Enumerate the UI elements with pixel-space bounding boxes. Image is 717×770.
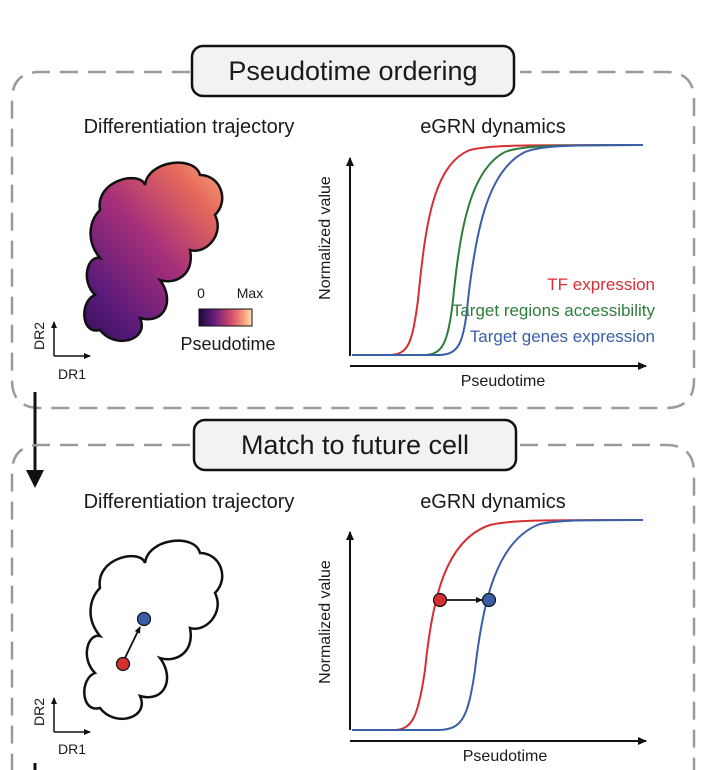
top-panel: Pseudotime ordering Differentiation traj… bbox=[10, 44, 696, 410]
bottom-target-genes-expression-curve bbox=[352, 519, 644, 731]
top-left-title: Differentiation trajectory bbox=[84, 116, 295, 138]
bottom-left-title: Differentiation trajectory bbox=[84, 491, 295, 513]
colorbar bbox=[198, 308, 253, 327]
bottom-trajectory-cell bbox=[83, 539, 224, 720]
top-dr1-label: DR1 bbox=[58, 366, 86, 382]
top-y-axis-label: Normalized value bbox=[317, 176, 334, 300]
top-dr2-label: DR2 bbox=[31, 322, 47, 350]
colorbar-label: Pseudotime bbox=[180, 334, 275, 354]
bottom-dr2-label: DR2 bbox=[31, 698, 47, 726]
bottom-panel-border bbox=[10, 443, 696, 770]
bottom-plot-axes bbox=[346, 531, 647, 745]
bottom-title-box bbox=[192, 418, 518, 472]
bottom-panel: Match to future cell Differentiation tra… bbox=[10, 418, 696, 770]
top-trajectory-cell bbox=[83, 161, 224, 342]
tf-expression-curve bbox=[352, 144, 644, 356]
top-plot-axes bbox=[346, 157, 647, 370]
bottom-panel-title: Match to future cell bbox=[241, 430, 469, 460]
bottom-right-title: eGRN dynamics bbox=[420, 491, 566, 513]
top-panel-border bbox=[10, 70, 696, 410]
colorbar-min: 0 bbox=[197, 285, 205, 301]
bottom-current-point bbox=[432, 592, 448, 608]
bottom-dr-axes bbox=[51, 697, 91, 735]
legend-target-genes-expression: Target genes expression bbox=[470, 327, 655, 346]
cell-transition-arrow bbox=[123, 626, 141, 661]
top-dr-axes bbox=[51, 321, 91, 359]
legend-target-regions-accessibility: Target regions accessibility bbox=[452, 301, 656, 320]
bottom-tf-expression-curve bbox=[352, 519, 644, 731]
top-panel-title: Pseudotime ordering bbox=[228, 56, 477, 86]
target-genes-expression-curve bbox=[352, 144, 644, 356]
bottom-y-axis-label: Normalized value bbox=[317, 560, 334, 684]
future-cell-point bbox=[136, 611, 152, 627]
top-x-axis-label: Pseudotime bbox=[461, 373, 546, 390]
colorbar-max: Max bbox=[237, 285, 263, 301]
target-regions-accessibility-curve bbox=[352, 144, 644, 356]
top-title-box bbox=[190, 44, 516, 98]
bottom-dr1-label: DR1 bbox=[58, 741, 86, 757]
bottom-x-axis-label: Pseudotime bbox=[463, 748, 548, 765]
transition-arrow bbox=[26, 392, 44, 770]
current-cell-point bbox=[115, 656, 131, 672]
legend-tf-expression: TF expression bbox=[547, 275, 655, 294]
bottom-future-point bbox=[481, 592, 497, 608]
top-right-title: eGRN dynamics bbox=[420, 116, 566, 138]
